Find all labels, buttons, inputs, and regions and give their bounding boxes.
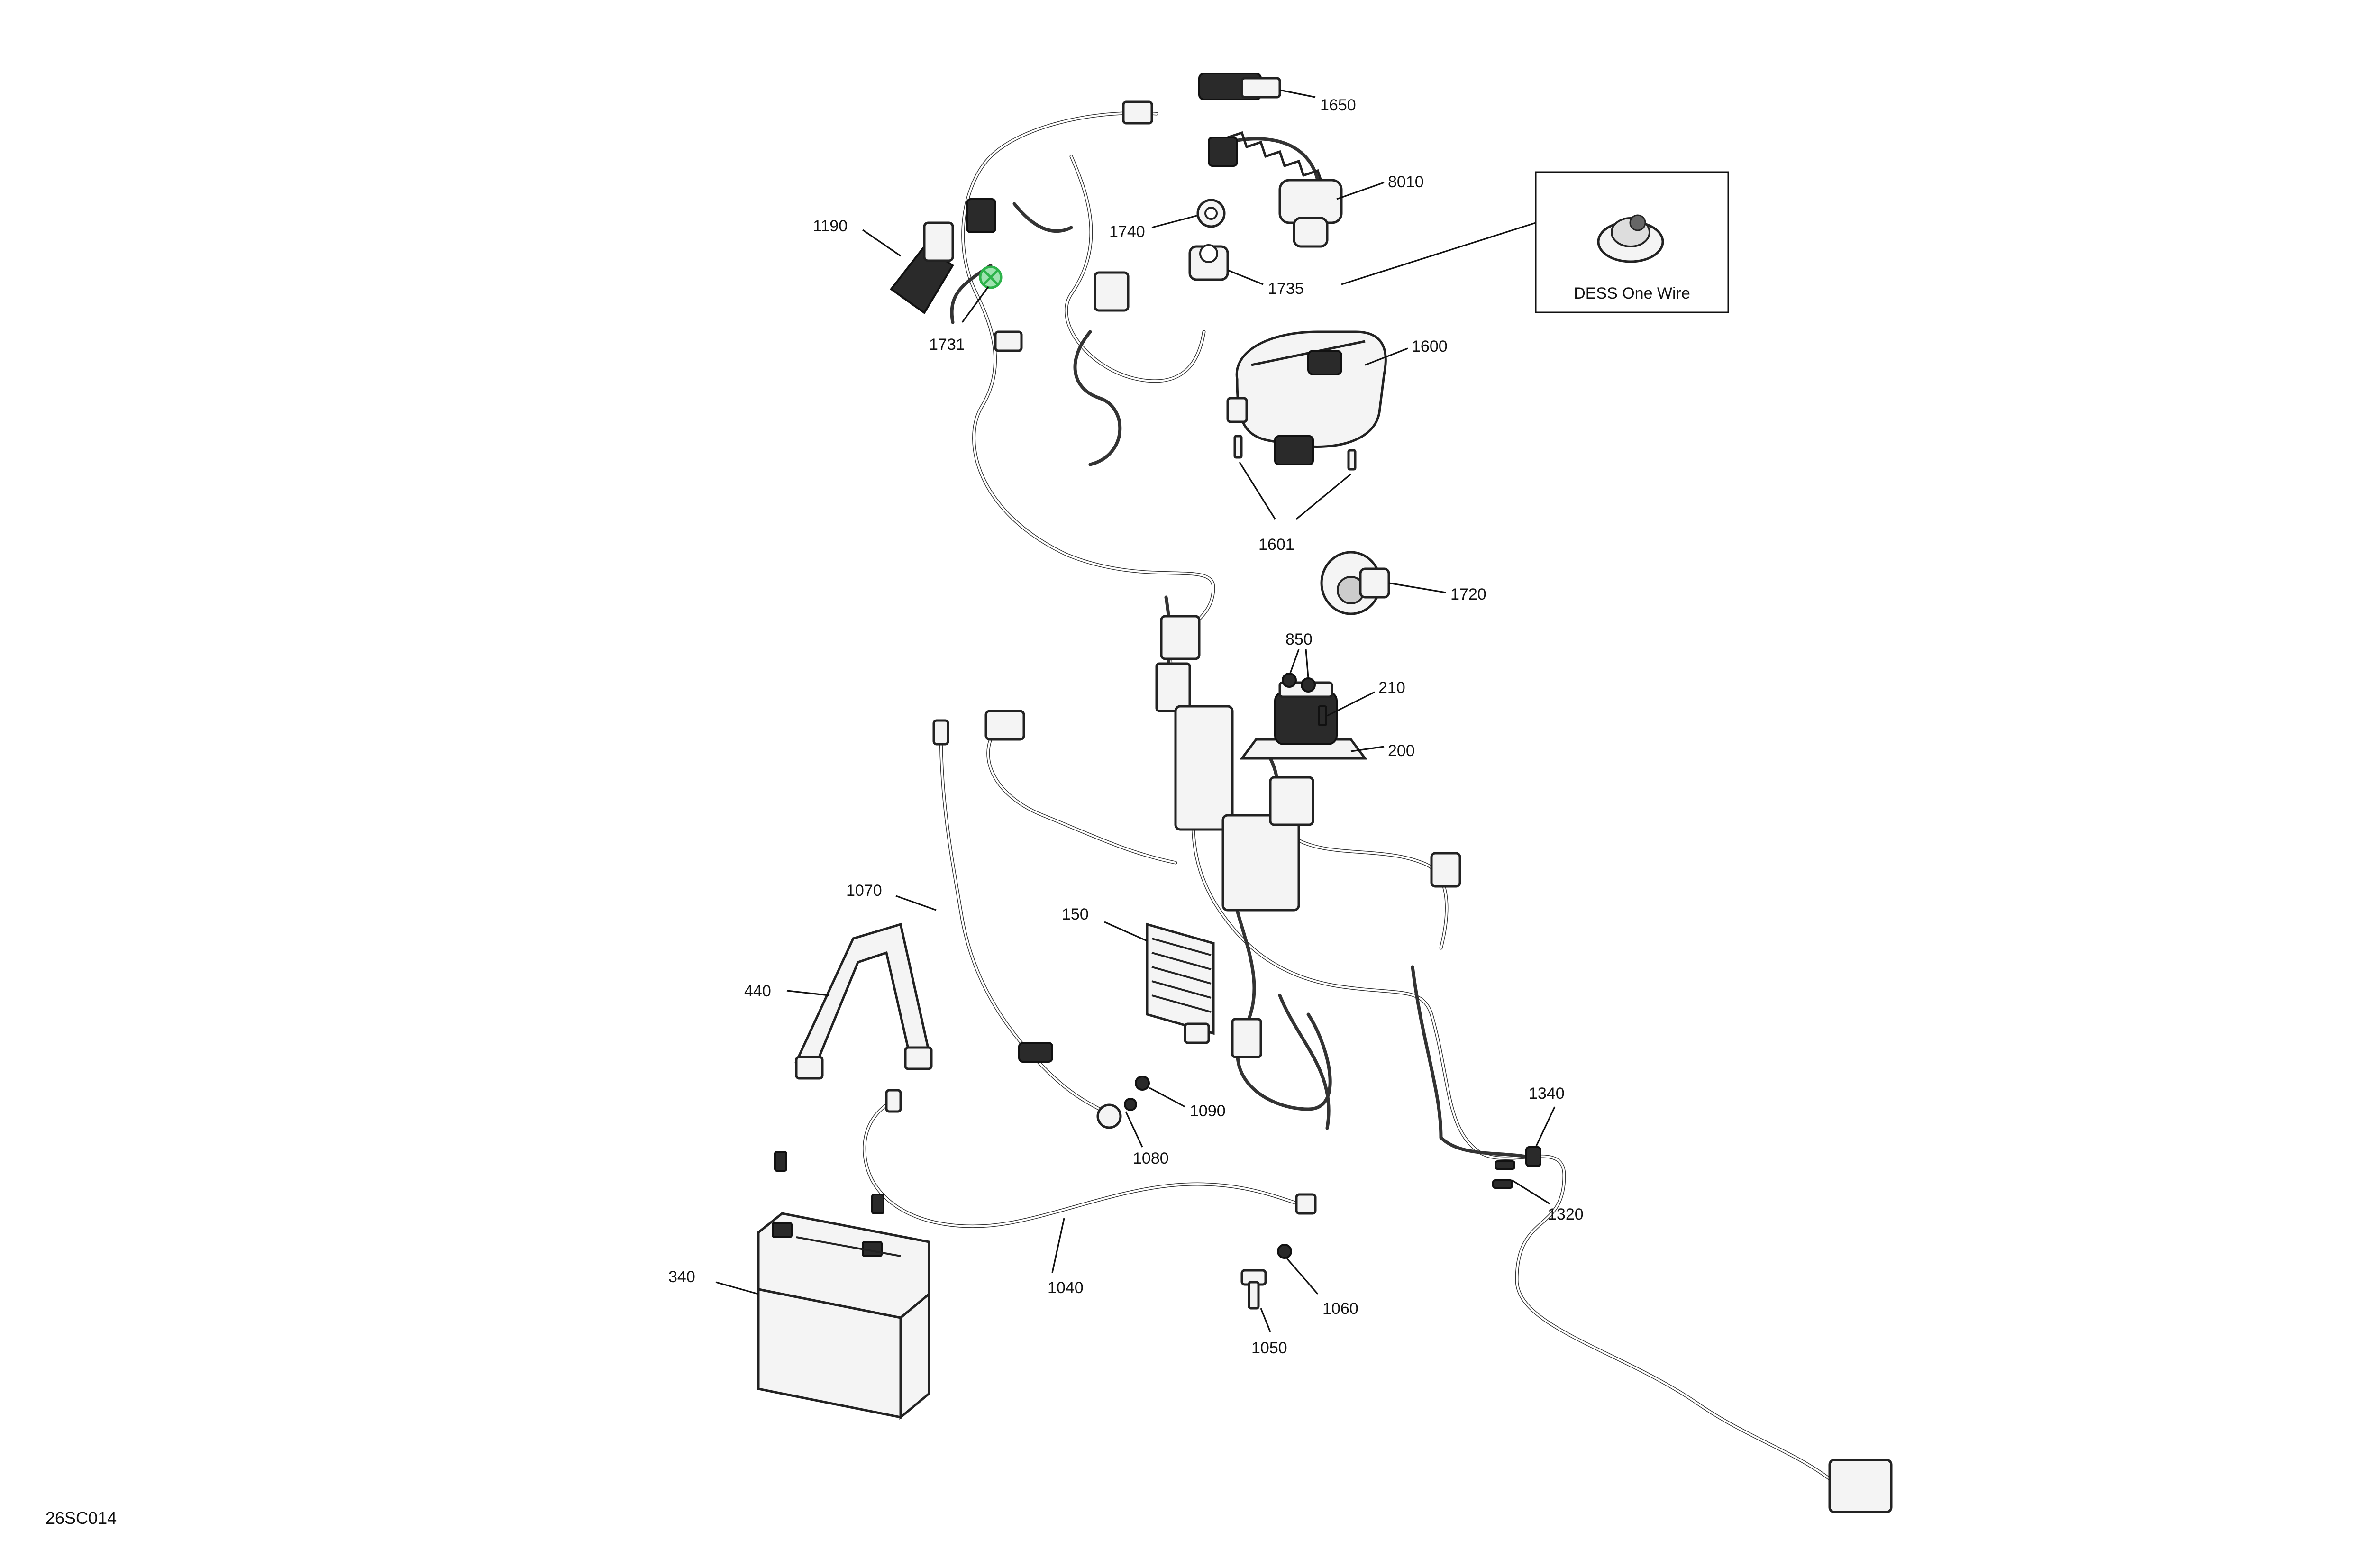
leader-1340 xyxy=(1535,1106,1556,1148)
callout-1320: 1320 xyxy=(1548,1205,1584,1223)
leader-1060 xyxy=(1286,1258,1319,1295)
callout-440: 440 xyxy=(744,982,771,1000)
part-1650-connector xyxy=(1198,73,1281,100)
callout-1040: 1040 xyxy=(1048,1279,1084,1297)
part-1050-bolt xyxy=(1240,1269,1267,1310)
part-1060-nut xyxy=(1277,1244,1292,1259)
part-1070-cable xyxy=(932,719,1122,1129)
part-1735-dess-post xyxy=(1188,244,1229,281)
leader-1600 xyxy=(1365,347,1408,366)
main-wiring-harness xyxy=(950,111,1832,1481)
part-850-nuts xyxy=(1282,673,1316,693)
battery-terminal-bolts xyxy=(774,1151,884,1214)
leader-1731 xyxy=(961,286,989,323)
inset-dess-one-wire: DESS One Wire xyxy=(1535,171,1729,313)
figure-code: 26SC014 xyxy=(46,1508,117,1528)
part-1601-screws xyxy=(1233,435,1357,471)
callout-1340: 1340 xyxy=(1529,1085,1565,1103)
callout-200: 200 xyxy=(1388,742,1415,760)
leader-1050 xyxy=(1260,1308,1271,1332)
leader-1040 xyxy=(1051,1218,1065,1273)
callout-1090: 1090 xyxy=(1190,1102,1226,1120)
callout-1731: 1731 xyxy=(929,336,965,354)
callout-210: 210 xyxy=(1378,679,1405,697)
leader-1080 xyxy=(1125,1111,1143,1148)
part-150-regulator xyxy=(1146,922,1215,1044)
leader-inset xyxy=(1341,222,1536,285)
callout-1070: 1070 xyxy=(846,882,882,900)
part-1740-dess-nut xyxy=(1196,199,1226,228)
part-1080-nut xyxy=(1124,1098,1137,1111)
leader-1090 xyxy=(1149,1087,1185,1108)
callout-850: 850 xyxy=(1285,630,1313,648)
callout-1190: 1190 xyxy=(813,217,848,235)
leader-1650 xyxy=(1279,89,1316,98)
leader-1601b xyxy=(1295,473,1352,520)
leader-340 xyxy=(715,1281,759,1295)
part-210-screw xyxy=(1318,705,1327,726)
callout-1720: 1720 xyxy=(1450,585,1486,603)
callout-340: 340 xyxy=(668,1268,695,1286)
leader-200 xyxy=(1350,746,1385,752)
callout-1600: 1600 xyxy=(1412,337,1448,356)
leader-1320 xyxy=(1512,1179,1550,1205)
callout-8010: 8010 xyxy=(1388,173,1424,191)
part-200-solenoid xyxy=(1240,681,1367,760)
leader-8010 xyxy=(1336,182,1385,200)
part-1720-grommet xyxy=(1320,551,1390,615)
leader-1740 xyxy=(1151,215,1197,228)
part-1600-gauge xyxy=(1226,330,1387,465)
leader-1070 xyxy=(895,895,937,911)
harness-connectors xyxy=(984,100,1893,1513)
callout-150: 150 xyxy=(1062,905,1089,923)
leader-1601a xyxy=(1239,462,1276,520)
part-1040-cable xyxy=(863,1089,1317,1228)
callout-1740: 1740 xyxy=(1109,223,1145,241)
leader-1720 xyxy=(1388,582,1446,593)
part-1090-washer xyxy=(1135,1076,1150,1091)
part-1320-bolt xyxy=(1492,1160,1515,1189)
part-340-battery xyxy=(757,1212,930,1420)
leader-1735 xyxy=(1227,269,1264,285)
leader-850b xyxy=(1305,649,1309,678)
leader-850a xyxy=(1289,649,1300,674)
callout-1650: 1650 xyxy=(1320,96,1356,114)
callout-1601: 1601 xyxy=(1258,536,1294,554)
leader-1190 xyxy=(862,229,901,257)
leader-210 xyxy=(1327,691,1375,717)
part-1731-clip xyxy=(979,265,1003,289)
part-440-strap xyxy=(794,922,933,1080)
leader-440 xyxy=(786,990,830,996)
callout-1050: 1050 xyxy=(1251,1339,1287,1357)
dess-one-wire-post-icon xyxy=(1597,214,1664,263)
inset-label: DESS One Wire xyxy=(1574,284,1690,302)
callout-1060: 1060 xyxy=(1322,1300,1358,1318)
callout-1080: 1080 xyxy=(1133,1149,1169,1167)
callout-1735: 1735 xyxy=(1268,280,1304,298)
part-1190-sensor xyxy=(890,198,996,314)
part-8010-coiled-tether xyxy=(1208,131,1343,248)
part-1340-clip xyxy=(1525,1146,1541,1167)
leader-150 xyxy=(1104,921,1148,942)
